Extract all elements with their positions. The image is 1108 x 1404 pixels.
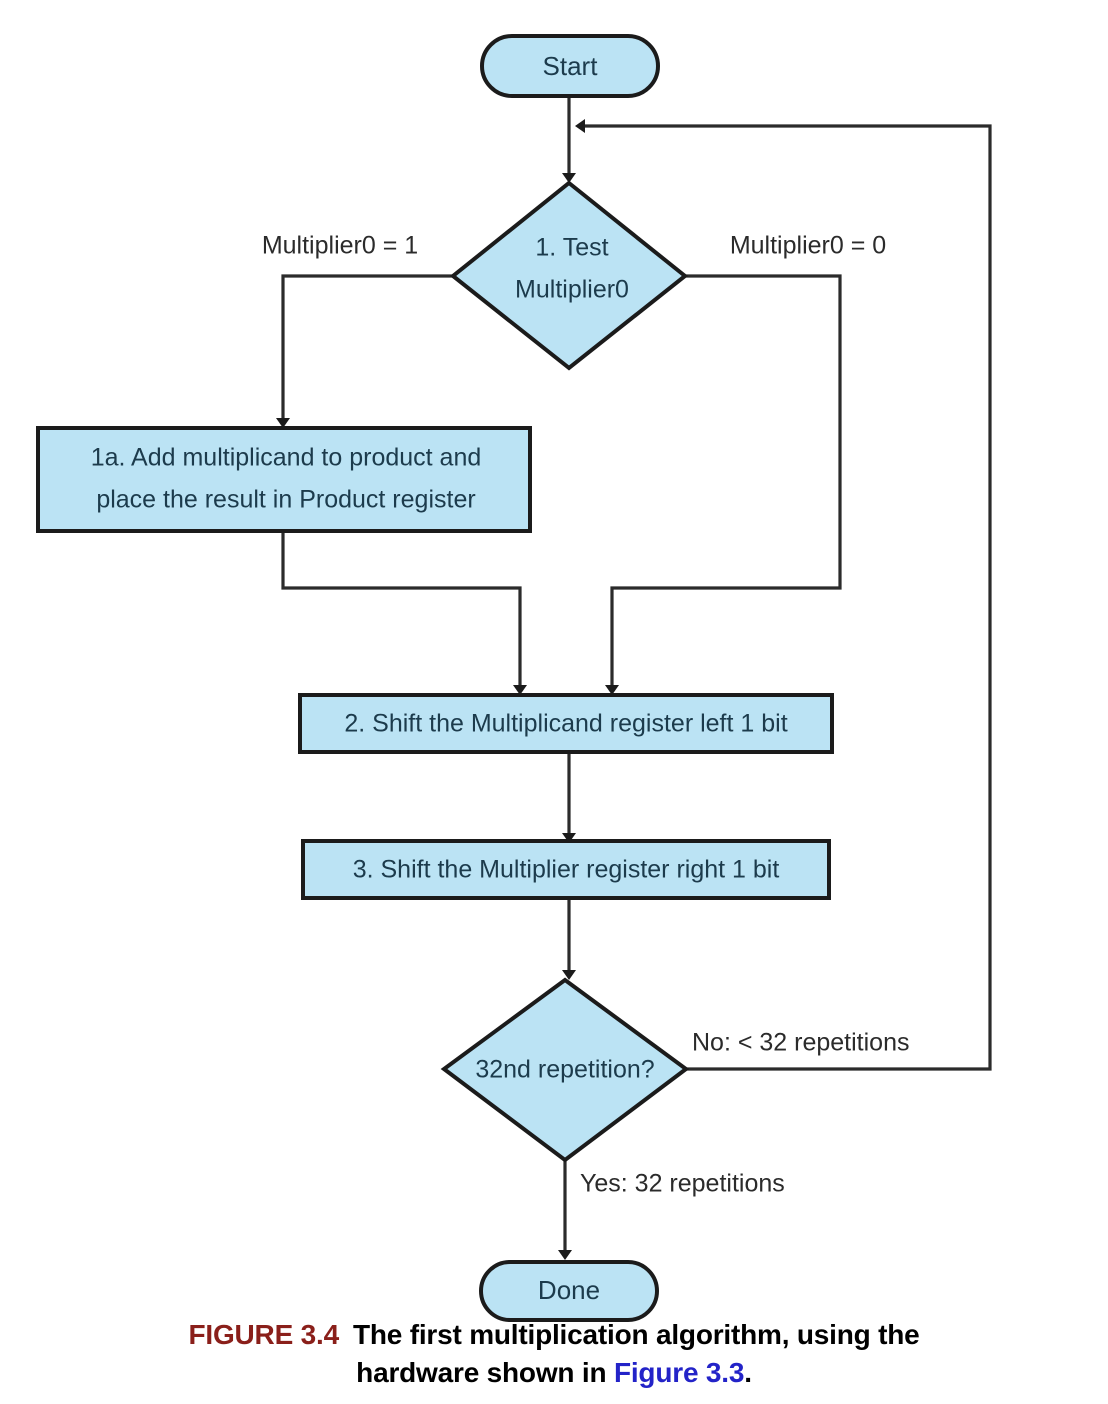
connector-test-to-step2 [605,274,842,695]
node-repeat-check-label: 32nd repetition? [475,1056,654,1084]
node-step-3-label: 3. Shift the Multiplier register right 1… [353,856,780,884]
edge-label-no-branch: No: < 32 repetitions [692,1029,910,1057]
figure-caption-suffix: . [744,1357,752,1389]
figure-caption-line2-prefix: hardware shown in [356,1357,614,1389]
node-test-label-line2: Multiplier0 [515,276,629,304]
figure-caption: FIGURE 3.4 The first multiplication algor… [0,1316,1108,1392]
figure-caption-line1: The first multiplication algorithm, usin… [352,1319,920,1350]
node-step-2[interactable]: 2. Shift the Multiplicand register left … [298,693,834,754]
edge-label-multiplier0-is-1: Multiplier0 = 1 [262,232,418,260]
connector-step1a-to-step2 [281,531,527,695]
node-start[interactable]: Start [480,34,660,98]
connector-test-to-step1a [276,274,453,428]
node-done-label: Done [538,1275,600,1305]
node-step-3[interactable]: 3. Shift the Multiplier register right 1… [301,839,831,900]
node-step-1a-label-line1: 1a. Add multiplicand to product and [91,444,482,472]
figure-number: FIGURE 3.4 [188,1319,339,1350]
node-start-label: Start [543,51,599,81]
connector-repeat-no-loopback [575,119,992,1071]
node-test-label-line1: 1. Test [535,234,608,262]
node-step-2-label: 2. Shift the Multiplicand register left … [344,710,787,738]
node-done[interactable]: Done [479,1260,659,1322]
edge-label-yes-branch: Yes: 32 repetitions [580,1170,785,1198]
node-test-multiplier0[interactable]: 1. Test Multiplier0 [449,180,689,371]
node-step-1a[interactable]: 1a. Add multiplicand to product and plac… [36,426,532,533]
node-repeat-check[interactable]: 32nd repetition? [440,977,690,1163]
figure-reference-link[interactable]: Figure 3.3 [613,1357,745,1389]
node-step-1a-label-line2: place the result in Product register [96,486,475,514]
edge-label-multiplier0-is-0: Multiplier0 = 0 [730,232,886,260]
